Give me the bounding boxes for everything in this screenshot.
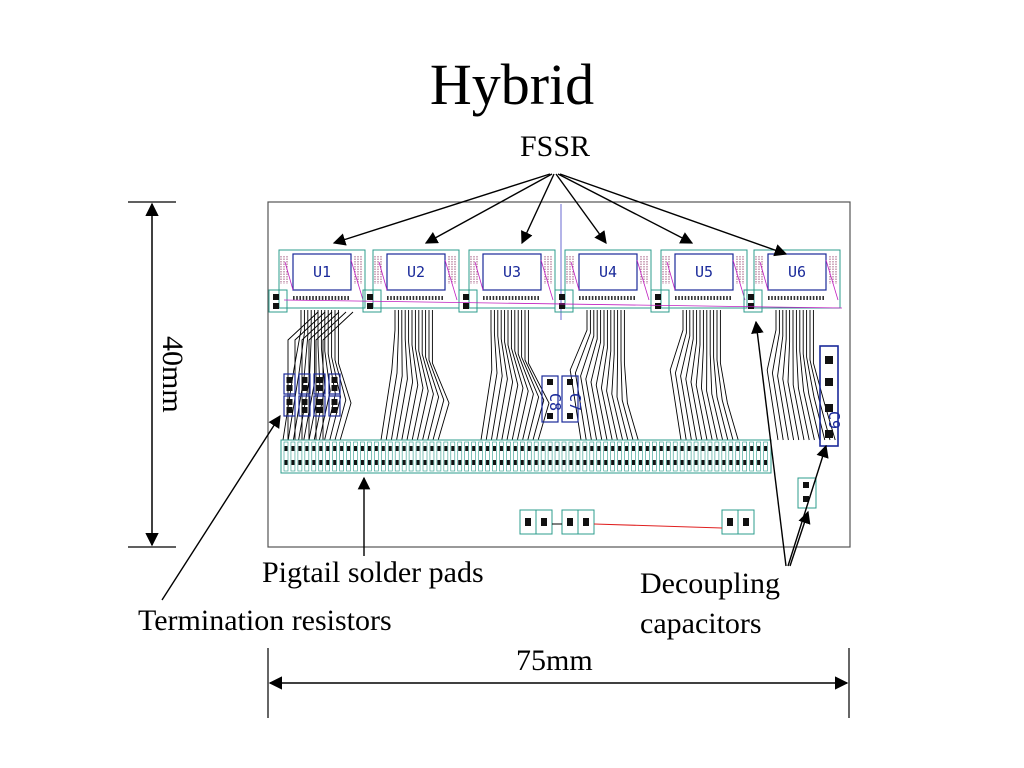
chip-decoupling-cap xyxy=(458,289,478,313)
chip-u1: U1 xyxy=(268,249,366,313)
width-dimension-label: 75mm xyxy=(516,644,593,677)
chip-label: U5 xyxy=(695,263,713,281)
termination-resistor xyxy=(313,395,326,417)
fssr-arrows xyxy=(332,173,788,257)
chip-label: U2 xyxy=(407,263,425,281)
pigtail-solder-pads-label: Pigtail solder pads xyxy=(262,556,484,589)
chip-u6: U6 xyxy=(743,249,841,313)
capacitor-label: C8 xyxy=(546,393,564,411)
capacitor-label: C7 xyxy=(566,393,584,411)
termination-resistor xyxy=(283,373,296,395)
bottom-component xyxy=(535,509,553,535)
chip-decoupling-cap xyxy=(650,289,670,313)
termination-resistors-label: Termination resistors xyxy=(138,604,392,637)
decoupling-line-2: capacitors xyxy=(640,607,762,640)
decoupling-line-1: Decoupling xyxy=(640,567,780,600)
chip-u2: U2 xyxy=(362,249,460,313)
pigtail-solder-pads xyxy=(280,439,772,474)
capacitor-c8: C8 xyxy=(541,375,564,423)
height-dimension xyxy=(128,201,176,548)
chip-u5: U5 xyxy=(650,249,748,313)
fssr-label: FSSR xyxy=(520,130,591,163)
termination-resistor xyxy=(298,373,311,395)
capacitor-c9: C9 xyxy=(819,345,843,447)
chip-label: U6 xyxy=(788,263,806,281)
chip-decoupling-cap xyxy=(268,289,288,313)
bottom-component xyxy=(737,509,755,535)
capacitor-label: C9 xyxy=(825,411,843,429)
page-title: Hybrid xyxy=(429,52,595,117)
bottom-component xyxy=(519,509,537,535)
decoupling-cap-small xyxy=(797,477,817,509)
decoupling-capacitors-label: Decoupling capacitors xyxy=(640,564,780,644)
fssr-chips: U1 U2 U3 U4 U5 U6 xyxy=(268,249,841,313)
chip-decoupling-cap xyxy=(743,289,763,313)
bottom-component xyxy=(721,509,739,535)
termination-resistor xyxy=(298,395,311,417)
chip-label: U3 xyxy=(503,263,521,281)
chip-u4: U4 xyxy=(554,249,652,313)
chip-u3: U3 xyxy=(458,249,556,313)
callout-arrows xyxy=(161,320,829,601)
capacitor-c7: C7 xyxy=(561,375,584,423)
bottom-component xyxy=(577,509,595,535)
termination-resistor xyxy=(328,395,341,417)
chip-label: U4 xyxy=(599,263,617,281)
chip-decoupling-cap xyxy=(554,289,574,313)
termination-resistor xyxy=(283,395,296,417)
termination-resistor xyxy=(328,373,341,395)
width-dimension xyxy=(267,648,850,718)
signal-traces xyxy=(282,299,843,441)
termination-resistor xyxy=(313,373,326,395)
bottom-component xyxy=(561,509,579,535)
board-outline xyxy=(267,201,851,548)
chip-label: U1 xyxy=(313,263,331,281)
